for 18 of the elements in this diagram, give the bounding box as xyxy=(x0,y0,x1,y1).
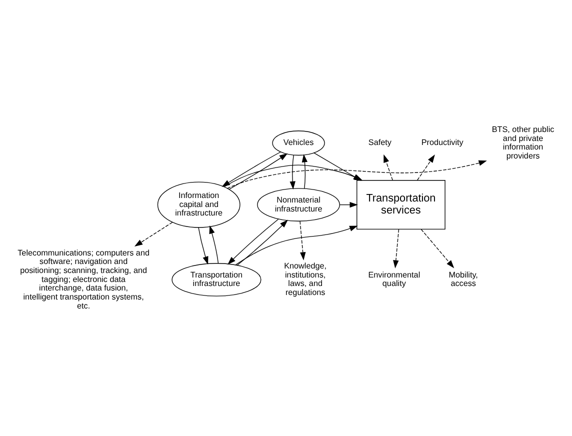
arrow xyxy=(300,220,306,260)
arrow xyxy=(227,160,487,189)
node-box: Transportation services xyxy=(356,180,446,230)
arrow xyxy=(222,152,281,187)
arrow xyxy=(416,154,435,181)
arrow xyxy=(228,153,288,190)
arrow xyxy=(228,218,279,265)
arrow xyxy=(384,154,393,181)
arrow xyxy=(134,222,173,247)
arrow xyxy=(236,220,288,266)
arrow xyxy=(290,154,296,190)
arrow xyxy=(340,202,358,208)
arrow xyxy=(209,226,219,264)
arrow xyxy=(393,229,400,268)
arrow xyxy=(198,227,208,265)
arrow xyxy=(235,226,358,266)
arrow xyxy=(420,229,454,268)
arrow xyxy=(302,154,308,189)
